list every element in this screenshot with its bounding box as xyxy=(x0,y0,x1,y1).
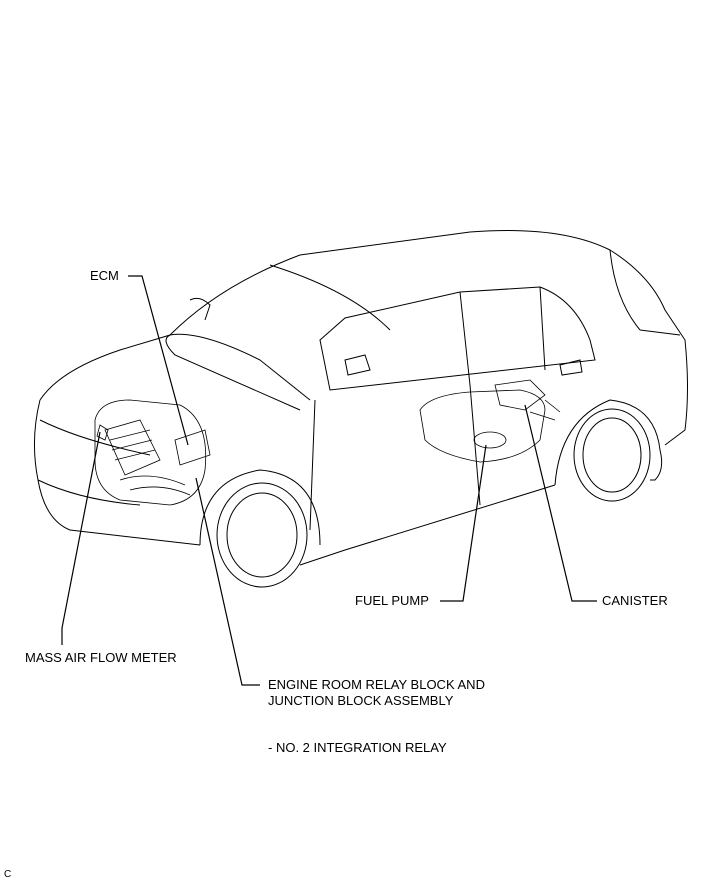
rear-wheel xyxy=(554,399,661,502)
ecm-label: ECM xyxy=(90,268,119,283)
figure-code: C xyxy=(4,869,12,880)
fuel-tank-assembly xyxy=(419,379,561,463)
leader-lines xyxy=(61,275,597,686)
integration-relay-label: - NO. 2 INTEGRATION RELAY xyxy=(268,740,447,755)
relay-block-label-line2: JUNCTION BLOCK ASSEMBLY xyxy=(268,693,454,708)
engine-assembly xyxy=(94,399,211,506)
fuel-pump-label: FUEL PUMP xyxy=(355,593,429,608)
front-wheel xyxy=(199,469,321,588)
mass-air-flow-meter-label: MASS AIR FLOW METER xyxy=(25,650,177,665)
relay-block-label-line1: ENGINE ROOM RELAY BLOCK AND xyxy=(268,677,485,692)
fuel-pump-unit xyxy=(473,431,507,449)
maf-sensor xyxy=(96,424,109,441)
car-body-outline xyxy=(33,229,688,566)
ecm-unit xyxy=(174,429,211,466)
canister-unit xyxy=(494,379,546,411)
canister-label: CANISTER xyxy=(602,593,668,608)
